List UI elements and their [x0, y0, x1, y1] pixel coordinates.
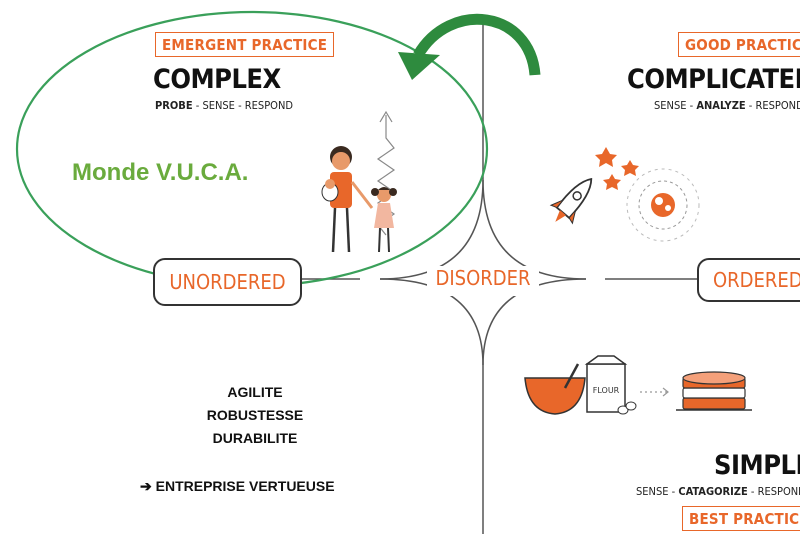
complicated-title: COMPLICATED: [627, 64, 800, 95]
star-icon: [621, 160, 639, 176]
curve-top-right: [482, 179, 587, 280]
complicated-practice-tag: GOOD PRACTICE: [678, 32, 800, 57]
baking-illustration: FLOUR: [524, 355, 752, 415]
conclusion-line: ➔ ENTREPRISE VERTUEUSE: [140, 478, 335, 495]
complex-practice-tag: EMERGENT PRACTICE: [155, 32, 335, 57]
star-icon: [603, 174, 621, 190]
complicated-steps: SENSE - ANALYZE - RESPOND: [654, 99, 800, 112]
complex-title: COMPLEX: [153, 64, 281, 95]
unordered-pill: UNORDERED: [153, 258, 302, 306]
cake-icon: [676, 371, 752, 411]
right-arrow-icon: ➔: [140, 478, 152, 494]
conclusion-text: ENTREPRISE VERTUEUSE: [155, 478, 335, 494]
curve-bottom-left: [379, 278, 484, 366]
curve-bottom-right: [482, 278, 587, 366]
simple-practice-tag: BEST PRACTICE: [682, 506, 800, 531]
value-item: AGILITE: [227, 384, 283, 400]
curve-top-left: [379, 179, 484, 280]
vuca-label: Monde V.U.C.A.: [72, 159, 249, 186]
star-icon: [595, 147, 617, 167]
planet-icon: [651, 193, 675, 217]
value-item: DURABILITE: [212, 430, 298, 446]
bowl-icon: [524, 377, 586, 415]
disorder-label: DISORDER: [427, 266, 539, 296]
value-item: ROBUSTESSE: [206, 407, 304, 423]
values-list: AGILITE ROBUSTESSE DURABILITE: [195, 381, 315, 450]
simple-title: SIMPLE: [714, 450, 800, 481]
rocket-icon: [549, 177, 593, 225]
rocket-planet-illustration: [549, 147, 700, 242]
flour-label: FLOUR: [593, 386, 620, 395]
simple-steps: SENSE - CATAGORIZE - RESPOND: [636, 485, 800, 498]
complex-steps: PROBE - SENSE - RESPOND: [155, 99, 293, 112]
ordered-pill: ORDERED: [697, 258, 800, 302]
parent-child-illustration: [321, 146, 397, 253]
curved-arrow-icon: [398, 13, 541, 80]
flour-bag-icon: [586, 363, 626, 413]
